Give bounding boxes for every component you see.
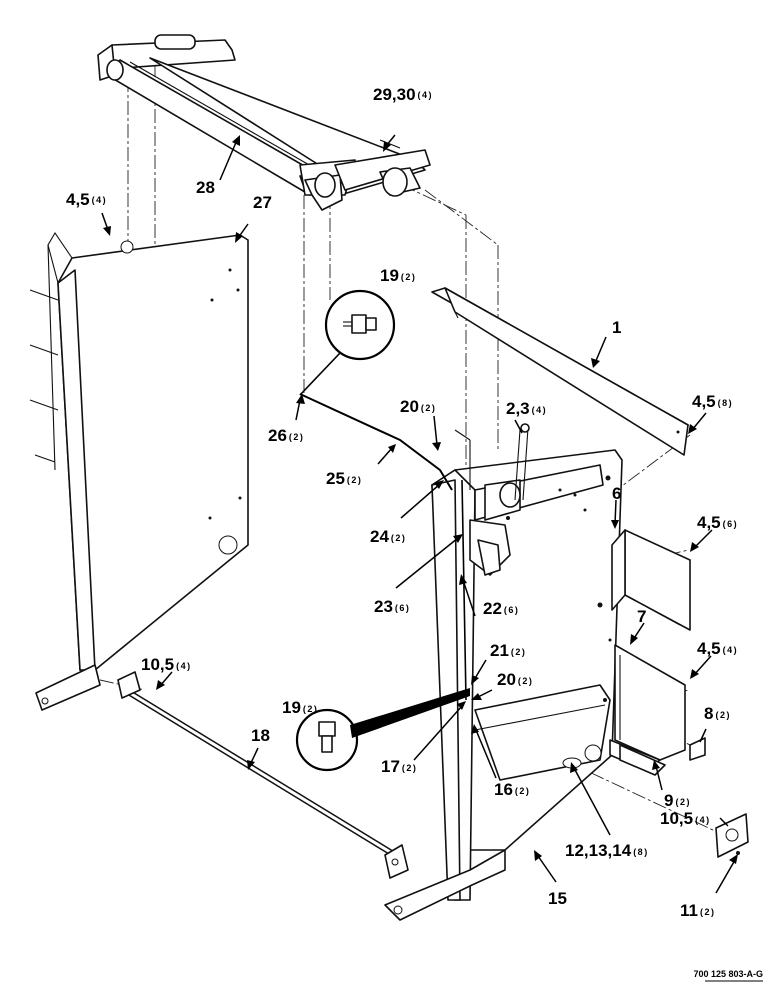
angle-bracket (431, 287, 689, 456)
detail-circle-top (299, 289, 396, 396)
panel-7 (609, 644, 686, 776)
panel-6 (611, 529, 691, 631)
callout-1: 1 (612, 318, 621, 337)
callout-15: 15 (548, 889, 567, 908)
callout-28: 28 (196, 178, 215, 197)
callout-25: 25(2) (326, 469, 362, 488)
cable (299, 393, 467, 701)
callout-4-5-right-8: 4,5(8) (692, 392, 733, 411)
callout-16: 16(2) (494, 780, 530, 799)
callout-22: 22(6) (483, 599, 519, 618)
callout-4-5-right-4: 4,5(4) (697, 639, 738, 658)
callout-4-5-right-6: 4,5(6) (697, 513, 738, 532)
callout-7: 7 (637, 607, 646, 626)
callout-29-30: 29,30(4) (373, 85, 433, 104)
callout-11: 11(2) (680, 901, 715, 920)
callout-23: 23(6) (374, 597, 410, 616)
callout-19-bottom: 19(2) (282, 698, 318, 717)
callout-20-top: 20(2) (400, 397, 436, 416)
top-frame (97, 34, 431, 211)
callout-20-bottom: 20(2) (497, 670, 533, 689)
callout-10-5-left: 10,5(4) (141, 655, 192, 674)
callout-26: 26(2) (268, 426, 304, 445)
callout-17: 17(2) (381, 757, 417, 776)
callout-21: 21(2) (490, 641, 526, 660)
callout-24: 24(2) (370, 527, 406, 546)
leader-arrows (101, 134, 738, 894)
callout-labels: 28 29,30(4) 27 4,5(4) 19(2) 1 4,5(8) 20(… (66, 85, 738, 920)
callout-10-5-right: 10,5(4) (660, 809, 711, 828)
callout-19-top: 19(2) (380, 266, 416, 285)
callout-6: 6 (612, 484, 621, 503)
drawing-number: 700 125 803-A-G (693, 969, 763, 979)
callout-2-3: 2,3(4) (506, 399, 547, 418)
small-parts (689, 737, 749, 858)
left-panel (29, 231, 249, 711)
callout-27: 27 (253, 193, 272, 212)
callout-18: 18 (251, 726, 270, 745)
cross-rod (117, 671, 409, 879)
detail-circle-bottom (295, 688, 470, 772)
callout-12-13-14: 12,13,14(8) (565, 841, 649, 860)
callout-4-5-top-left: 4,5(4) (66, 190, 107, 209)
callout-8: 8(2) (704, 704, 731, 723)
cylinder-assembly (469, 423, 530, 576)
callout-9: 9(2) (664, 791, 691, 810)
